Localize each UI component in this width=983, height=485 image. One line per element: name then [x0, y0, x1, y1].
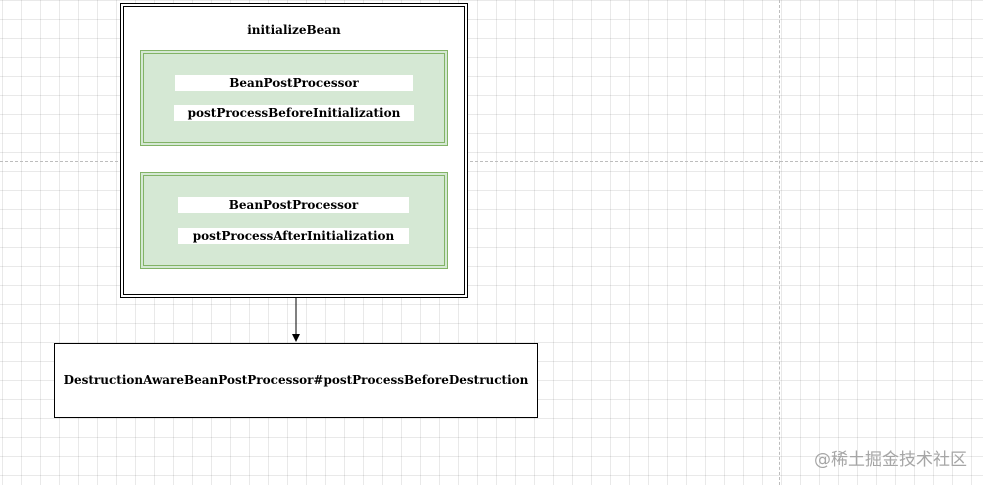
- before-processor-name: BeanPostProcessor: [175, 75, 413, 91]
- container-title: initializeBean: [247, 23, 341, 37]
- page-break-horizontal: [0, 161, 983, 162]
- after-processor-method: postProcessAfterInitialization: [178, 228, 409, 244]
- arrow-head-icon: [292, 334, 300, 342]
- page-break-vertical: [779, 0, 780, 485]
- before-initialization-processor[interactable]: BeanPostProcessor postProcessBeforeIniti…: [140, 50, 448, 146]
- connector-arrow[interactable]: [285, 298, 307, 344]
- after-initialization-processor[interactable]: BeanPostProcessor postProcessAfterInitia…: [140, 172, 448, 269]
- destruction-label: DestructionAwareBeanPostProcessor#postPr…: [63, 373, 529, 387]
- before-processor-method: postProcessBeforeInitialization: [174, 105, 414, 121]
- destruction-box[interactable]: DestructionAwareBeanPostProcessor#postPr…: [54, 343, 538, 418]
- watermark: @稀土掘金技术社区: [814, 450, 967, 470]
- after-processor-name: BeanPostProcessor: [178, 197, 409, 213]
